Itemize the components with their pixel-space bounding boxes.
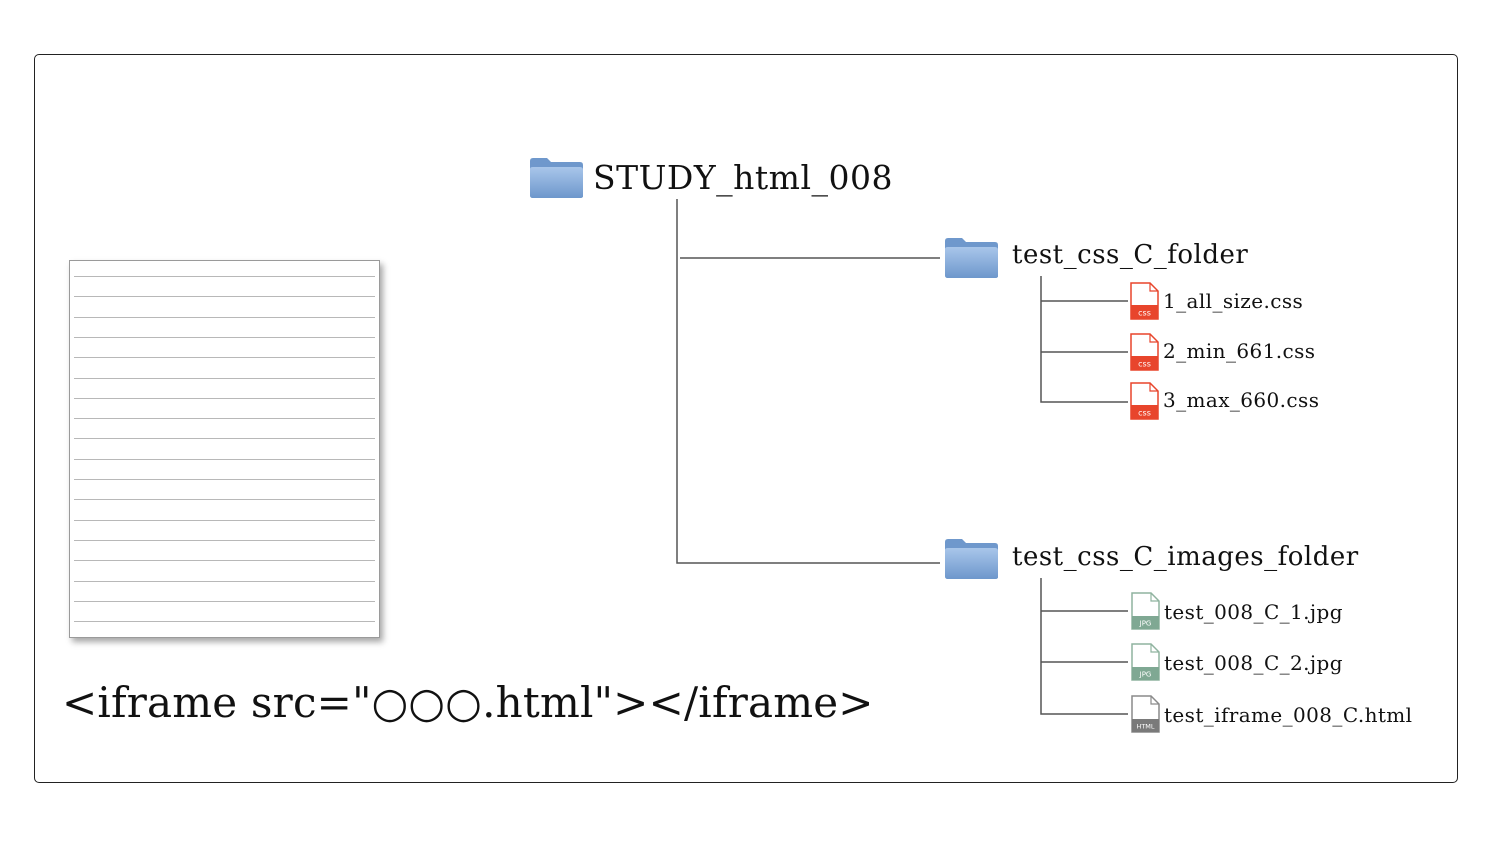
paper-rule-line — [74, 316, 375, 318]
file-label[interactable]: 3_max_660.css — [1163, 388, 1320, 412]
paper-rule-line — [74, 276, 375, 277]
svg-text:JPG: JPG — [1139, 671, 1152, 679]
paper-rule-line — [74, 336, 375, 338]
css-file-icon: css — [1130, 382, 1159, 424]
root-connector — [676, 199, 940, 564]
file-label[interactable]: test_008_C_2.jpg — [1164, 651, 1343, 675]
html-file-icon: HTML — [1131, 695, 1160, 737]
paper-rule-line — [74, 600, 375, 602]
paper-rule-line — [74, 458, 375, 460]
folder-icon — [944, 538, 999, 584]
paper-rule-line — [74, 580, 375, 582]
paper-rule-line — [74, 296, 375, 298]
svg-text:css: css — [1138, 309, 1151, 318]
root-folder-label[interactable]: STUDY_html_008 — [593, 158, 894, 197]
paper-rule-line — [74, 621, 375, 623]
svg-text:css: css — [1138, 409, 1151, 418]
folder-label[interactable]: test_css_C_images_folder — [1012, 542, 1359, 572]
file-label[interactable]: 1_all_size.css — [1163, 289, 1304, 313]
file-label[interactable]: 2_min_661.css — [1163, 339, 1316, 363]
folder1-connector — [1040, 276, 1128, 403]
paper-rule-line — [74, 560, 375, 562]
folder-label[interactable]: test_css_C_folder — [1012, 240, 1249, 270]
paper-rule-line — [74, 519, 375, 521]
svg-text:css: css — [1138, 360, 1151, 369]
paper-rule-line — [74, 539, 375, 541]
iframe-code-caption: <iframe src="○○○.html"></iframe> — [62, 678, 874, 727]
css-file-icon: css — [1130, 282, 1159, 324]
diagram-frame — [34, 54, 1458, 783]
jpg-file-icon: JPG — [1131, 643, 1160, 685]
lined-paper-graphic — [69, 260, 380, 638]
css-file-icon: css — [1130, 333, 1159, 375]
folder2-connector — [1040, 578, 1128, 715]
folder-icon — [944, 237, 999, 283]
file-label[interactable]: test_008_C_1.jpg — [1164, 600, 1343, 624]
paper-rule-line — [74, 499, 375, 501]
paper-rule-line — [74, 438, 375, 440]
jpg-file-icon: JPG — [1131, 592, 1160, 634]
svg-text:JPG: JPG — [1139, 620, 1152, 628]
paper-rule-line — [74, 397, 375, 399]
svg-text:HTML: HTML — [1136, 723, 1154, 731]
paper-rule-line — [74, 357, 375, 359]
folder-icon — [529, 157, 584, 203]
paper-rule-line — [74, 377, 375, 379]
file-label[interactable]: test_iframe_008_C.html — [1164, 703, 1413, 727]
paper-rule-line — [74, 418, 375, 420]
paper-rule-line — [74, 479, 375, 480]
